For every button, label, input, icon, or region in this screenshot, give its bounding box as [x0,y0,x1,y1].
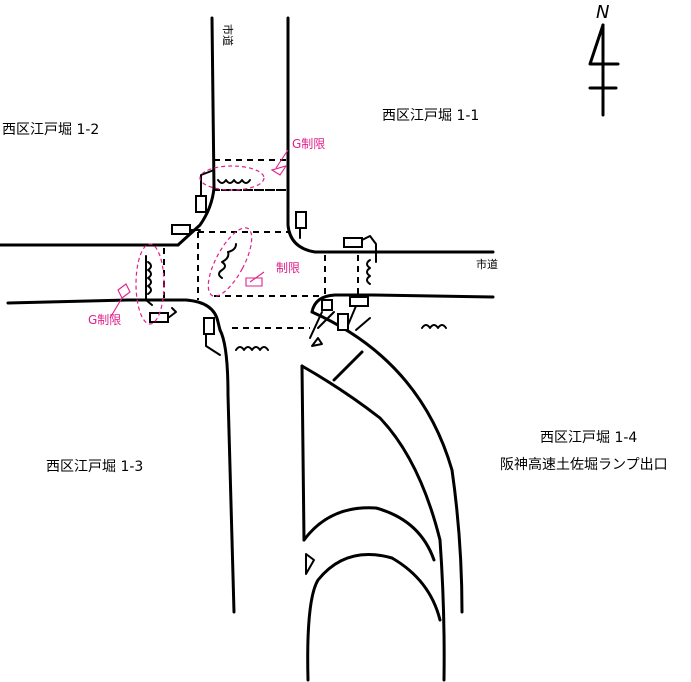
restriction-zones [109,149,289,325]
center-restriction-label: 制限 [276,261,300,275]
ramp-exit-label: 阪神高速土佐堀ランプ出口 [500,456,668,473]
block-1-2-label: 西区江戸堀 1-2 [2,122,99,138]
g-restriction-west-label: G制限 [88,313,121,327]
north-label: N [596,2,609,23]
north-arrow: N [588,2,620,117]
g-restriction-zone-north [199,165,265,191]
center-restriction-zone [207,227,253,297]
east-road-label: 市道 [476,257,498,271]
west-road [0,243,222,332]
g-restriction-north-label: G制限 [292,137,325,151]
north-road [176,16,374,254]
ramp-exit [300,310,464,682]
block-1-3-label: 西区江戸堀 1-3 [46,459,143,475]
block-1-4-label: 西区江戸堀 1-4 [540,430,637,446]
g-restriction-zone-west [135,243,165,325]
east-road [310,250,495,314]
block-1-1-label: 西区江戸堀 1-1 [382,108,479,124]
signals [145,169,377,575]
stop-marks [147,179,447,351]
north-road-label: 市道 [221,24,235,46]
south-road [218,328,236,614]
